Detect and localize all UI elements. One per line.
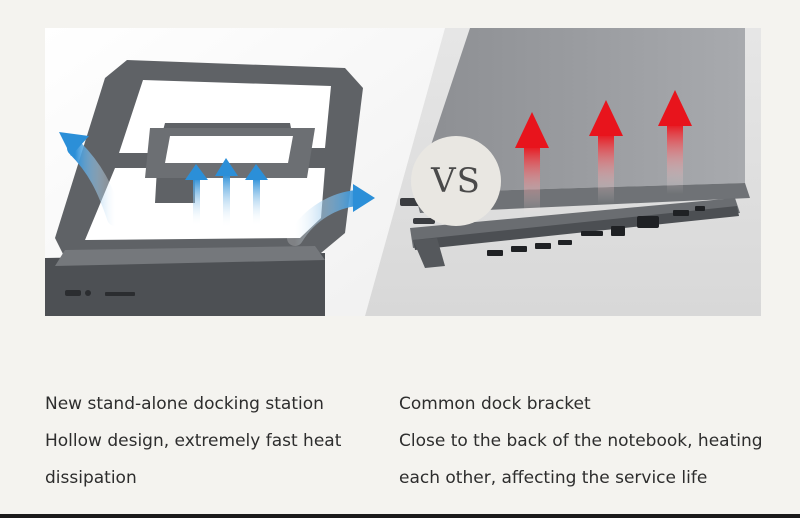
comparison-image-panel: VS [45, 28, 761, 316]
right-caption: Common dock bracket Close to the back of… [399, 386, 779, 497]
right-caption-description: Close to the back of the notebook, heati… [399, 431, 763, 488]
laptop-stand-illustration [45, 60, 363, 316]
cooling-airflow-arrows [59, 132, 375, 246]
vs-badge: VS [411, 136, 501, 226]
left-caption: New stand-alone docking station Hollow d… [45, 386, 375, 497]
bottom-divider [0, 514, 800, 518]
right-caption-title: Common dock bracket [399, 394, 591, 414]
vs-label: VS [431, 161, 481, 201]
left-caption-title: New stand-alone docking station [45, 394, 324, 414]
left-caption-description: Hollow design, extremely fast heat dissi… [45, 431, 342, 488]
comparison-illustration [45, 28, 761, 316]
heat-arrows [515, 90, 692, 216]
